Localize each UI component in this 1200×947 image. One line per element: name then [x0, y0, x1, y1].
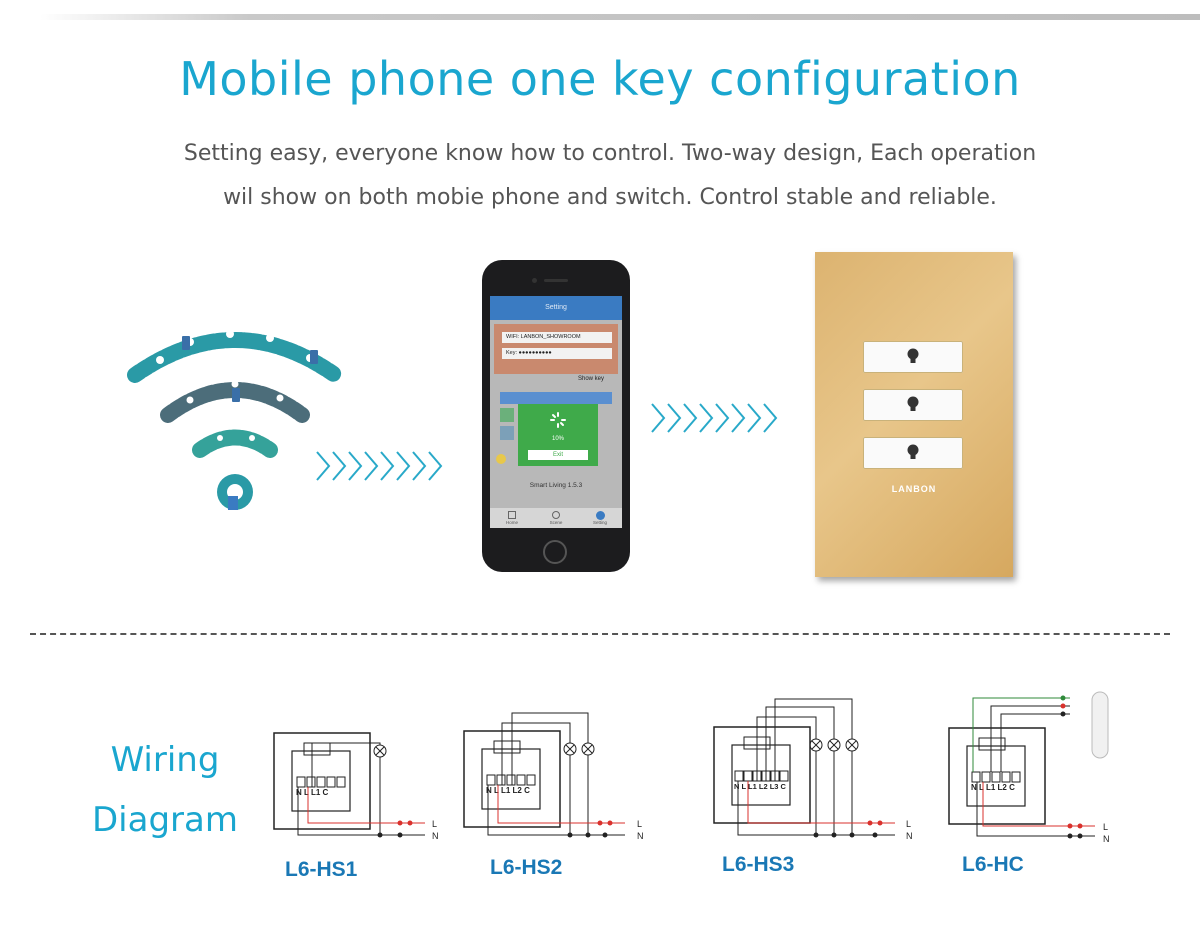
- model-label-hc: L6-HC: [962, 853, 1024, 876]
- wifi-key-field[interactable]: Key: ●●●●●●●●●●: [502, 348, 612, 359]
- wiring-title: Wiring Diagram: [90, 730, 240, 850]
- line-terminal-label: L: [906, 819, 911, 829]
- terminal-labels: N L L1 L2 L3 C: [734, 782, 787, 791]
- terminal-labels: N L L1 C: [296, 788, 329, 797]
- neutral-terminal-label: N: [432, 831, 439, 841]
- bulb-icon: [907, 348, 919, 363]
- switch-key-3[interactable]: [863, 437, 963, 469]
- scene-icon[interactable]: [552, 511, 560, 519]
- neutral-terminal-label: N: [1103, 834, 1110, 844]
- chevron-right-arrows-icon: [651, 403, 778, 433]
- switch-key-1[interactable]: [863, 341, 963, 373]
- app-tab-bar: Home Scene Setting: [490, 508, 622, 528]
- line-terminal-label: L: [637, 819, 642, 829]
- phone-home-button: [543, 540, 567, 564]
- exit-button[interactable]: Exit: [528, 450, 588, 460]
- phone-camera-icon: [532, 278, 537, 283]
- bulb-icon: [907, 396, 919, 411]
- phone-screen: Setting WIFI: LANBON_SHOWROOM Key: ●●●●●…: [490, 296, 622, 528]
- home-icon[interactable]: [508, 511, 516, 519]
- device-tile-icon: [500, 426, 514, 440]
- gear-icon[interactable]: [596, 511, 605, 520]
- device-tile-icon: [500, 408, 514, 422]
- app-header: Setting: [490, 296, 622, 320]
- model-label-hs3: L6-HS3: [722, 853, 795, 876]
- smartphone: Setting WIFI: LANBON_SHOWROOM Key: ●●●●●…: [482, 260, 630, 572]
- show-key-checkbox[interactable]: Show key: [578, 376, 605, 382]
- wifi-gears-icon: [127, 330, 343, 510]
- tab-setting[interactable]: Setting: [592, 520, 607, 525]
- bulb-icon: [496, 454, 506, 464]
- neutral-terminal-label: N: [906, 831, 913, 841]
- subtitle-line-2: wil show on both mobie phone and switch.…: [223, 185, 997, 210]
- subtitle-line-1: Setting easy, everyone know how to contr…: [183, 141, 1037, 166]
- curtain-motor-icon: [1091, 691, 1109, 759]
- wiring-diagram-hs3: N L L1 L2 L3 C L N: [713, 698, 913, 841]
- model-label-hs1: L6-HS1: [285, 858, 358, 881]
- device-name: Smart Living 1.5.3: [529, 482, 583, 489]
- tab-home[interactable]: Home: [505, 520, 518, 525]
- page-title: Mobile phone one key configuration: [179, 52, 1021, 106]
- wiring-title-line-1: Wiring: [110, 740, 220, 780]
- wiring-diagram-hs2: N L L1 L2 C L N: [463, 712, 644, 841]
- loading-spinner-icon: [550, 412, 566, 428]
- brand-logo: LANBON: [891, 484, 937, 494]
- neutral-terminal-label: N: [637, 831, 644, 841]
- config-progress-dialog: 10% Exit: [518, 404, 598, 466]
- bulb-icon: [907, 444, 919, 459]
- line-terminal-label: L: [1103, 822, 1108, 832]
- tab-scene[interactable]: Scene: [549, 520, 563, 525]
- wiring-diagram-hc: N L L1 L2 C L N: [948, 691, 1110, 844]
- model-label-hs2: L6-HS2: [490, 856, 563, 879]
- progress-percent: 10%: [551, 436, 564, 442]
- terminal-labels: N L L1 L2 C: [486, 786, 530, 795]
- chevron-right-arrows-icon: [316, 451, 443, 481]
- line-terminal-label: L: [432, 819, 437, 829]
- terminal-labels: N L L1 L2 C: [971, 783, 1015, 792]
- page-subtitle: Setting easy, everyone know how to contr…: [150, 132, 1070, 220]
- search-device-button[interactable]: [500, 392, 612, 404]
- phone-speaker: [544, 279, 568, 282]
- wiring-diagram-hs1: N L L1 C L N: [273, 732, 439, 841]
- touch-wall-switch: LANBON: [815, 252, 1013, 577]
- switch-key-2[interactable]: [863, 389, 963, 421]
- wiring-title-line-2: Diagram: [92, 800, 238, 840]
- wifi-ssid-field[interactable]: WIFI: LANBON_SHOWROOM: [502, 332, 612, 343]
- section-divider: [30, 633, 1170, 635]
- top-divider: [40, 14, 1200, 20]
